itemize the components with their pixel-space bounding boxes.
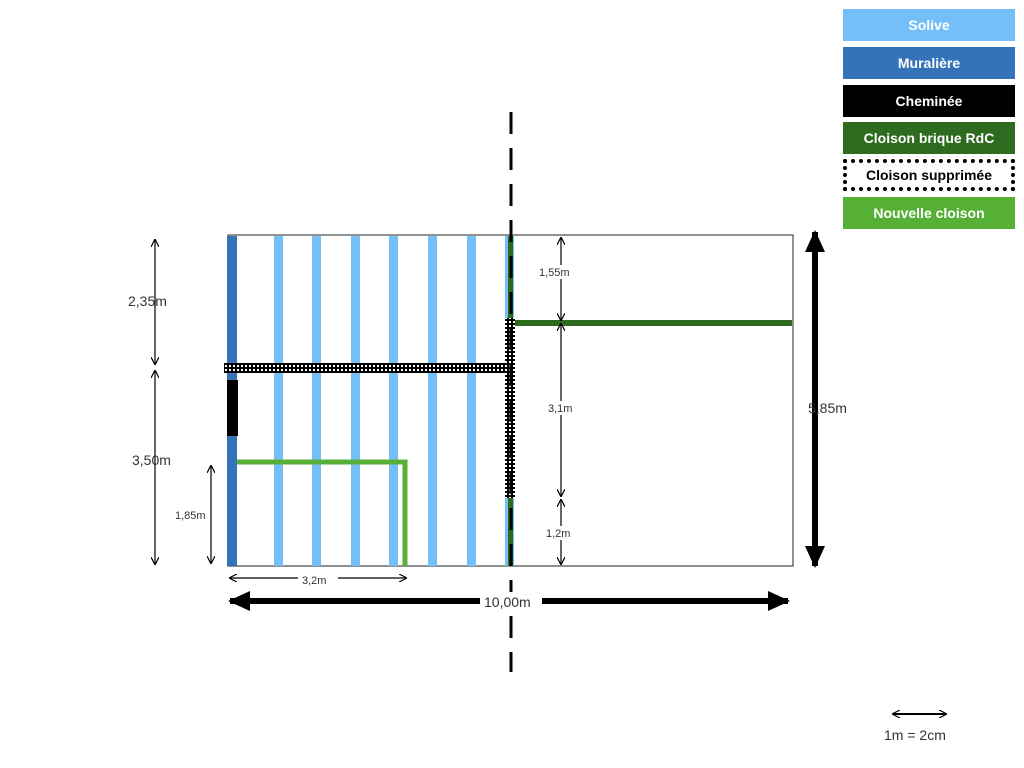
dim-label-5-85: 5,85m bbox=[808, 400, 847, 416]
dim-label-3-1-bg bbox=[546, 401, 578, 415]
dim-label-1-85: 1,85m bbox=[175, 510, 206, 522]
dim-label-1-55: 1,55m bbox=[539, 267, 570, 279]
cheminee bbox=[227, 380, 238, 436]
dim-label-1-55-bg bbox=[538, 265, 576, 279]
dim-label-3-2: 3,2m bbox=[302, 575, 326, 587]
dim-label-3-50: 3,50m bbox=[132, 452, 171, 468]
dim-label-3-2-bg bbox=[298, 572, 338, 586]
legend-solive: Solive bbox=[843, 9, 1015, 41]
cloison-supprimee-horizontal bbox=[224, 363, 514, 373]
dim-label-3-1: 3,1m bbox=[548, 403, 572, 415]
solive bbox=[312, 236, 321, 566]
nouvelle-cloison bbox=[237, 459, 408, 566]
legend-cheminee: Cheminée bbox=[843, 85, 1015, 117]
legend-nouvelle-cloison: Nouvelle cloison bbox=[843, 197, 1015, 229]
solive bbox=[467, 236, 476, 566]
solive bbox=[274, 236, 283, 566]
cloison-brique-rdc-horizontal bbox=[512, 320, 792, 326]
dim-label-10-00: 10,00m bbox=[484, 594, 531, 610]
legend-cloison-brique-rdc: Cloison brique RdC bbox=[843, 122, 1015, 154]
dim-label-1-2: 1,2m bbox=[546, 528, 570, 540]
dim-label-1-2-bg bbox=[544, 526, 578, 540]
legend-cloison-supprimee: Cloison supprimée bbox=[843, 159, 1015, 191]
scale-label: 1m = 2cm bbox=[884, 727, 946, 743]
legend-muraliere: Muralière bbox=[843, 47, 1015, 79]
dim-label-2-35: 2,35m bbox=[128, 293, 167, 309]
solive bbox=[389, 236, 398, 566]
solive bbox=[351, 236, 360, 566]
dim-label-10-00-bg bbox=[480, 592, 542, 610]
solive bbox=[428, 236, 437, 566]
